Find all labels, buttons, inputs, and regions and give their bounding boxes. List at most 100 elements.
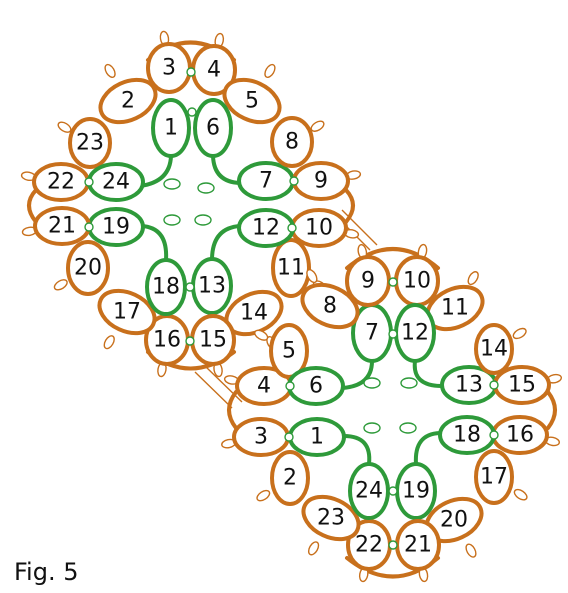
picot-mark bbox=[310, 120, 325, 132]
picot-mark bbox=[254, 329, 269, 341]
ring-outline bbox=[193, 98, 233, 158]
ring-20: 20 bbox=[66, 240, 110, 296]
join-point bbox=[185, 336, 195, 346]
ring-13: 13 bbox=[191, 257, 233, 315]
picot-mark bbox=[513, 488, 528, 501]
join-point bbox=[388, 329, 398, 339]
ring-9: 9 bbox=[292, 161, 350, 201]
ring-11: 11 bbox=[271, 238, 311, 298]
join-point bbox=[84, 177, 94, 187]
ring-number-label: 18 bbox=[453, 423, 481, 448]
ring-number-label: 19 bbox=[402, 479, 430, 504]
ring-15: 15 bbox=[190, 314, 236, 366]
picot-mark bbox=[465, 543, 477, 558]
ring-number-label: 8 bbox=[285, 130, 299, 155]
center-loop bbox=[363, 377, 381, 389]
ring-number-label: 23 bbox=[317, 506, 345, 531]
ring-outline bbox=[145, 258, 187, 316]
ring-6: 6 bbox=[287, 366, 345, 406]
center-loop bbox=[163, 178, 181, 190]
picot-mark bbox=[306, 269, 318, 284]
ring-outline bbox=[474, 449, 514, 505]
ring-number-label: 20 bbox=[440, 508, 468, 533]
ring-number-label: 10 bbox=[305, 216, 333, 241]
ring-outline bbox=[300, 282, 360, 330]
picot-mark bbox=[53, 279, 68, 291]
join-point bbox=[287, 223, 297, 233]
ring-outline bbox=[474, 323, 514, 375]
ring-number-label: 5 bbox=[282, 339, 296, 364]
ring-outline bbox=[97, 288, 157, 336]
ring-18: 18 bbox=[438, 415, 496, 455]
ring-number-label: 22 bbox=[47, 170, 75, 195]
ring-8: 8 bbox=[300, 282, 360, 330]
ring-3: 3 bbox=[232, 417, 290, 457]
ring-outline bbox=[270, 116, 314, 168]
ring-number-label: 14 bbox=[240, 301, 268, 326]
picot-mark bbox=[264, 63, 276, 78]
ring-outline bbox=[151, 98, 191, 158]
chain-inner-1 bbox=[138, 154, 173, 188]
join-point bbox=[388, 277, 398, 287]
ring-number-label: 16 bbox=[506, 423, 534, 448]
ring-19: 19 bbox=[395, 462, 437, 520]
ring-number-label: 1 bbox=[164, 116, 178, 141]
join-point bbox=[489, 380, 499, 390]
ring-number-label: 2 bbox=[121, 89, 135, 114]
ring-22: 22 bbox=[32, 162, 90, 202]
ring-21: 21 bbox=[33, 206, 91, 246]
ring-10: 10 bbox=[290, 208, 348, 248]
ring-outline bbox=[68, 117, 112, 169]
chain-inner-3 bbox=[413, 431, 442, 466]
chain-inner-3 bbox=[210, 224, 242, 262]
ring-number-label: 24 bbox=[355, 479, 383, 504]
ring-3: 3 bbox=[146, 42, 192, 94]
join-point bbox=[84, 222, 94, 232]
ring-12: 12 bbox=[394, 303, 436, 363]
ring-outline bbox=[270, 450, 310, 506]
ring-14: 14 bbox=[224, 289, 284, 337]
picot-mark bbox=[104, 63, 116, 78]
figure-caption: Fig. 5 bbox=[14, 558, 79, 586]
center-loop bbox=[194, 214, 212, 226]
ring-number-label: 17 bbox=[113, 300, 141, 325]
ring-18: 18 bbox=[145, 258, 187, 316]
chain-inner-4 bbox=[140, 224, 169, 262]
picot-mark bbox=[512, 327, 527, 340]
ring-outline bbox=[271, 238, 311, 298]
picot-mark bbox=[57, 121, 72, 133]
ring-7: 7 bbox=[237, 161, 295, 201]
join-point bbox=[388, 486, 398, 496]
ring-outline bbox=[98, 77, 158, 125]
ring-23: 23 bbox=[68, 117, 112, 169]
ring-number-label: 11 bbox=[441, 296, 469, 321]
join-point bbox=[289, 176, 299, 186]
join-point bbox=[187, 107, 197, 117]
ring-17: 17 bbox=[97, 288, 157, 336]
ring-number-label: 1 bbox=[310, 425, 324, 450]
ring-21: 21 bbox=[395, 519, 441, 571]
ring-outline bbox=[269, 323, 309, 379]
ring-number-label: 8 bbox=[323, 294, 337, 319]
center-loop bbox=[399, 422, 417, 434]
ring-11: 11 bbox=[425, 284, 485, 332]
ring-23: 23 bbox=[301, 494, 361, 542]
ring-number-label: 7 bbox=[259, 169, 273, 194]
ring-number-label: 10 bbox=[403, 269, 431, 294]
ring-22: 22 bbox=[346, 519, 392, 571]
ring-number-label: 22 bbox=[355, 533, 383, 558]
join-point bbox=[284, 432, 294, 442]
join-point bbox=[388, 540, 398, 550]
ring-19: 19 bbox=[87, 207, 145, 247]
picot-mark bbox=[467, 271, 479, 286]
ring-outline bbox=[348, 462, 390, 520]
ring-9: 9 bbox=[345, 255, 391, 307]
ring-number-label: 13 bbox=[455, 373, 483, 398]
picot-mark bbox=[103, 335, 115, 350]
motif-join-left bbox=[194, 365, 243, 409]
ring-number-label: 20 bbox=[74, 256, 102, 281]
ring-2: 2 bbox=[270, 450, 310, 506]
ring-1: 1 bbox=[288, 417, 346, 457]
ring-number-label: 2 bbox=[283, 466, 297, 491]
